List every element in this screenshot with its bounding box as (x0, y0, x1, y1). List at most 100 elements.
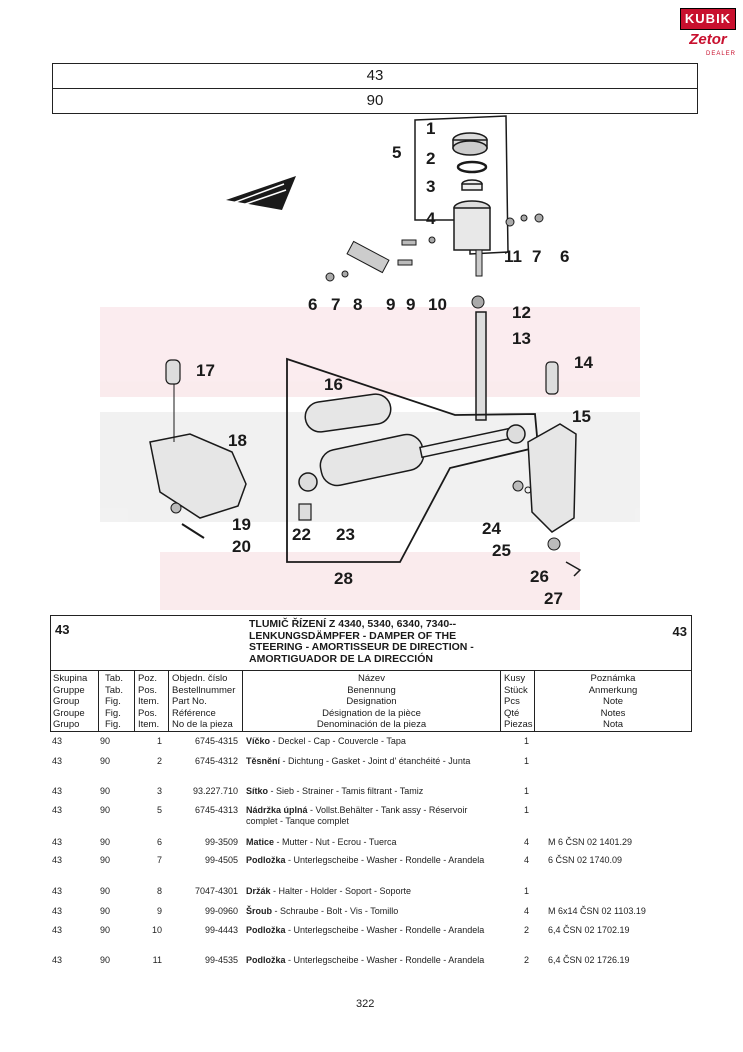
row-table: 90 (100, 906, 111, 916)
column-note: Poznámka Anmerkung Note Notes Nota (588, 673, 638, 730)
callout-11: 11 (504, 247, 522, 266)
row-quantity: 4 (524, 855, 530, 865)
row-group: 43 (52, 837, 63, 847)
damper-body-part (304, 393, 392, 433)
strainer-part (461, 179, 483, 191)
title-line-4: AMORTIGUADOR DE LA DIRECCIÓN (249, 652, 433, 665)
row-group: 43 (52, 855, 63, 865)
callout-19: 19 (232, 515, 251, 534)
logo-zetor-text: Zetor (689, 31, 727, 48)
row-quantity: 4 (524, 906, 530, 916)
callout-16: 16 (324, 375, 343, 394)
row-part-number: 99-4443 (204, 925, 238, 935)
row-name: Sítko - Sieb - Strainer - Tamis filtrant… (246, 786, 424, 796)
callout-4: 4 (426, 209, 436, 228)
logo-dealer-text: DEALER (705, 51, 736, 57)
row-quantity: 2 (524, 955, 530, 965)
callout-1: 1 (426, 119, 435, 138)
row-name: Matice - Mutter - Nut - Ecrou - Tuerca (246, 837, 397, 847)
row-name: Nádržka úplná - Vollst.Behälter - Tank a… (246, 805, 468, 826)
row-quantity: 1 (524, 736, 530, 746)
row-position: 11 (152, 955, 162, 965)
callout-24: 24 (482, 519, 501, 538)
damper-complete-part (298, 424, 526, 492)
row-note: 6,4 ČSN 02 1702.19 (548, 925, 630, 935)
title-line-1: TLUMIČ ŘÍZENÍ Z 4340, 5340, 6340, 7340-- (249, 618, 457, 630)
row-name: Podložka - Unterlegscheibe - Washer - Ro… (246, 925, 485, 935)
callout-7-right: 7 (532, 247, 541, 266)
row-note: M 6x14 ČSN 02 1103.19 (548, 906, 646, 916)
upper-hardware (325, 213, 544, 309)
row-part-number: 6745-4313 (194, 805, 238, 815)
row-quantity: 1 (524, 886, 530, 896)
row-quantity: 1 (524, 805, 530, 815)
callout-10: 10 (428, 295, 447, 314)
row-part-number: 99-4505 (204, 855, 238, 865)
callout-7-left: 7 (331, 295, 340, 314)
callout-3: 3 (426, 177, 435, 196)
gasket-part (456, 160, 488, 174)
row-quantity: 2 (524, 925, 530, 935)
row-part-number: 93.227.710 (192, 786, 238, 796)
callout-26: 26 (530, 567, 549, 586)
row-table: 90 (100, 886, 111, 896)
callout-28: 28 (334, 569, 353, 588)
group-number-box: 43 (52, 63, 698, 89)
direction-arrow-icon (226, 176, 296, 210)
parts-table-header: Skupina Gruppe Group Groupe Grupo Tab. T… (50, 670, 692, 732)
damper-assembly-outline (286, 357, 539, 563)
exploded-parts-diagram: 1 2 3 4 5 6 7 8 9 9 10 11 7 6 12 13 14 1… (0, 112, 743, 610)
row-quantity: 1 (524, 786, 530, 796)
row-position: 10 (151, 925, 162, 935)
row-quantity: 1 (524, 756, 530, 766)
row-position: 9 (156, 906, 162, 916)
title-line-3: STEERING - AMORTISSEUR DE DIRECTION - (249, 641, 474, 653)
column-quantity: Kusy Stück Pcs Qté Piezas (501, 671, 535, 731)
row-group: 43 (52, 756, 63, 766)
row-part-number: 99-3509 (204, 837, 238, 847)
callout-15: 15 (572, 407, 591, 426)
table-number-box: 90 (52, 88, 698, 114)
row-part-number: 7047-4301 (194, 886, 238, 896)
rod-part (475, 311, 487, 421)
callout-27: 27 (544, 589, 563, 608)
callout-14: 14 (574, 353, 593, 372)
row-table: 90 (100, 805, 111, 815)
column-group: Skupina Gruppe Group Groupe Grupo (51, 671, 99, 731)
tank-assembly-outline (414, 115, 509, 255)
callout-6-right: 6 (560, 247, 569, 266)
row-part-number: 6745-4312 (194, 756, 238, 766)
callout-13: 13 (512, 329, 531, 348)
callout-17: 17 (196, 361, 215, 380)
callout-8: 8 (353, 295, 362, 314)
row-table: 90 (100, 736, 111, 746)
row-table: 90 (100, 837, 111, 847)
column-table: Tab. Tab. Fig. Fig. Fig. (99, 671, 135, 731)
row-group: 43 (52, 805, 63, 815)
column-position: Poz. Pos. Item. Pos. Item. (135, 671, 169, 731)
logo-kubik-text: KUBIK (680, 8, 736, 30)
row-table: 90 (100, 786, 111, 796)
left-bracket-part (149, 359, 247, 539)
row-group: 43 (52, 736, 63, 746)
callout-20: 20 (232, 537, 251, 556)
cap-part (452, 132, 488, 156)
row-table: 90 (100, 925, 111, 935)
callout-5: 5 (392, 143, 401, 162)
row-position: 2 (156, 756, 162, 766)
row-quantity: 4 (524, 837, 530, 847)
row-group: 43 (52, 786, 63, 796)
right-bracket-part (512, 361, 582, 577)
row-position: 1 (156, 736, 162, 746)
row-note: 6 ČSN 02 1740.09 (548, 855, 623, 865)
row-table: 90 (100, 756, 111, 766)
callout-23: 23 (336, 525, 355, 544)
callout-2: 2 (426, 149, 435, 168)
callout-9-b: 9 (406, 295, 415, 314)
callout-22: 22 (292, 525, 311, 544)
row-table: 90 (100, 955, 111, 965)
part-title-block: 43 TLUMIČ ŘÍZENÍ Z 4340, 5340, 6340, 734… (50, 615, 692, 670)
title-group-left: 43 (55, 622, 70, 637)
row-position: 8 (156, 886, 162, 896)
row-position: 7 (156, 855, 162, 865)
